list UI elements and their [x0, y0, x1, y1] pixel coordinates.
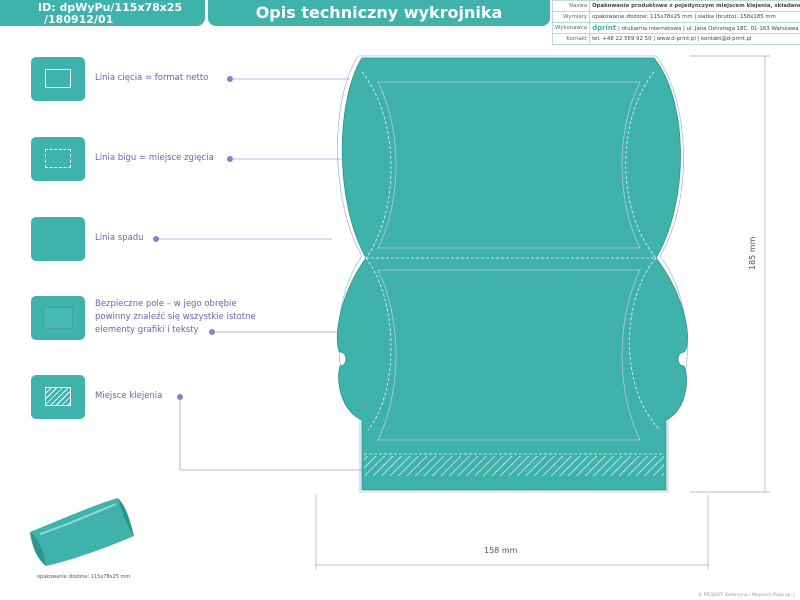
legend-label-safe-area: Bezpieczne pole – w jego obrębie powinny… — [95, 298, 256, 337]
safe-area-sample — [43, 307, 73, 329]
template-id: ID: dpWyPu/115x78x25 /180912/01 — [0, 0, 205, 26]
template-id-line1: ID: dpWyPu/115x78x25 — [38, 1, 183, 14]
glue-area — [364, 456, 664, 476]
dieline-shape — [336, 57, 688, 491]
fold-line-sample — [45, 149, 71, 168]
info-key: Kontakt — [551, 33, 591, 45]
info-value: drukarnia internetowa | ul. Jana Ostroro… — [621, 26, 799, 32]
safe-area-line: Bezpieczne pole – w jego obrębie — [95, 299, 237, 309]
copyright: © PROJEKT: Katarzyna i Wojciech Puza sp.… — [697, 593, 796, 598]
legend-swatch-fold-line — [31, 137, 85, 181]
safe-area-top — [377, 81, 641, 249]
page-title: Opis techniczny wykrojnika — [208, 0, 550, 26]
safe-area-line: powinny znaleźć się wszystkie istotne — [95, 312, 256, 322]
folded-caption: opakowanie złożone: 115x78x25 mm — [37, 574, 131, 580]
safe-area-bottom — [377, 269, 641, 441]
brand-logo: dprint — [592, 24, 617, 32]
legend-swatch-glue-area — [31, 375, 85, 419]
legend-swatch-cut-line — [31, 57, 85, 101]
width-dimension-label: 158 mm — [484, 546, 518, 555]
fold-lines — [361, 71, 664, 455]
legend-label-fold-line: Linia bigu = miejsce zgięcia — [95, 153, 214, 163]
legend-label-cut-line: Linia cięcia = format netto — [95, 73, 209, 83]
glue-area-sample — [45, 387, 71, 406]
folded-package-illustration — [30, 498, 134, 566]
legend-swatch-safe-area — [31, 296, 85, 340]
bleed-outline — [337, 55, 688, 493]
leader-dots — [153, 76, 233, 400]
legend-swatch-bleed-line — [31, 217, 85, 261]
legend-label-glue-area: Miejsce klejenia — [95, 391, 163, 401]
height-dimension-label: 185 mm — [748, 236, 757, 270]
info-value: tel. +48 22 569 92 50 | www.d-print.pl |… — [589, 33, 800, 45]
cut-line-sample — [45, 69, 71, 88]
safe-area-line: elementy grafiki i teksty — [95, 325, 199, 335]
legend-label-bleed-line: Linia spadu — [95, 233, 144, 243]
template-id-line2: /180912/01 — [44, 13, 114, 26]
dimension-lines — [315, 55, 770, 570]
